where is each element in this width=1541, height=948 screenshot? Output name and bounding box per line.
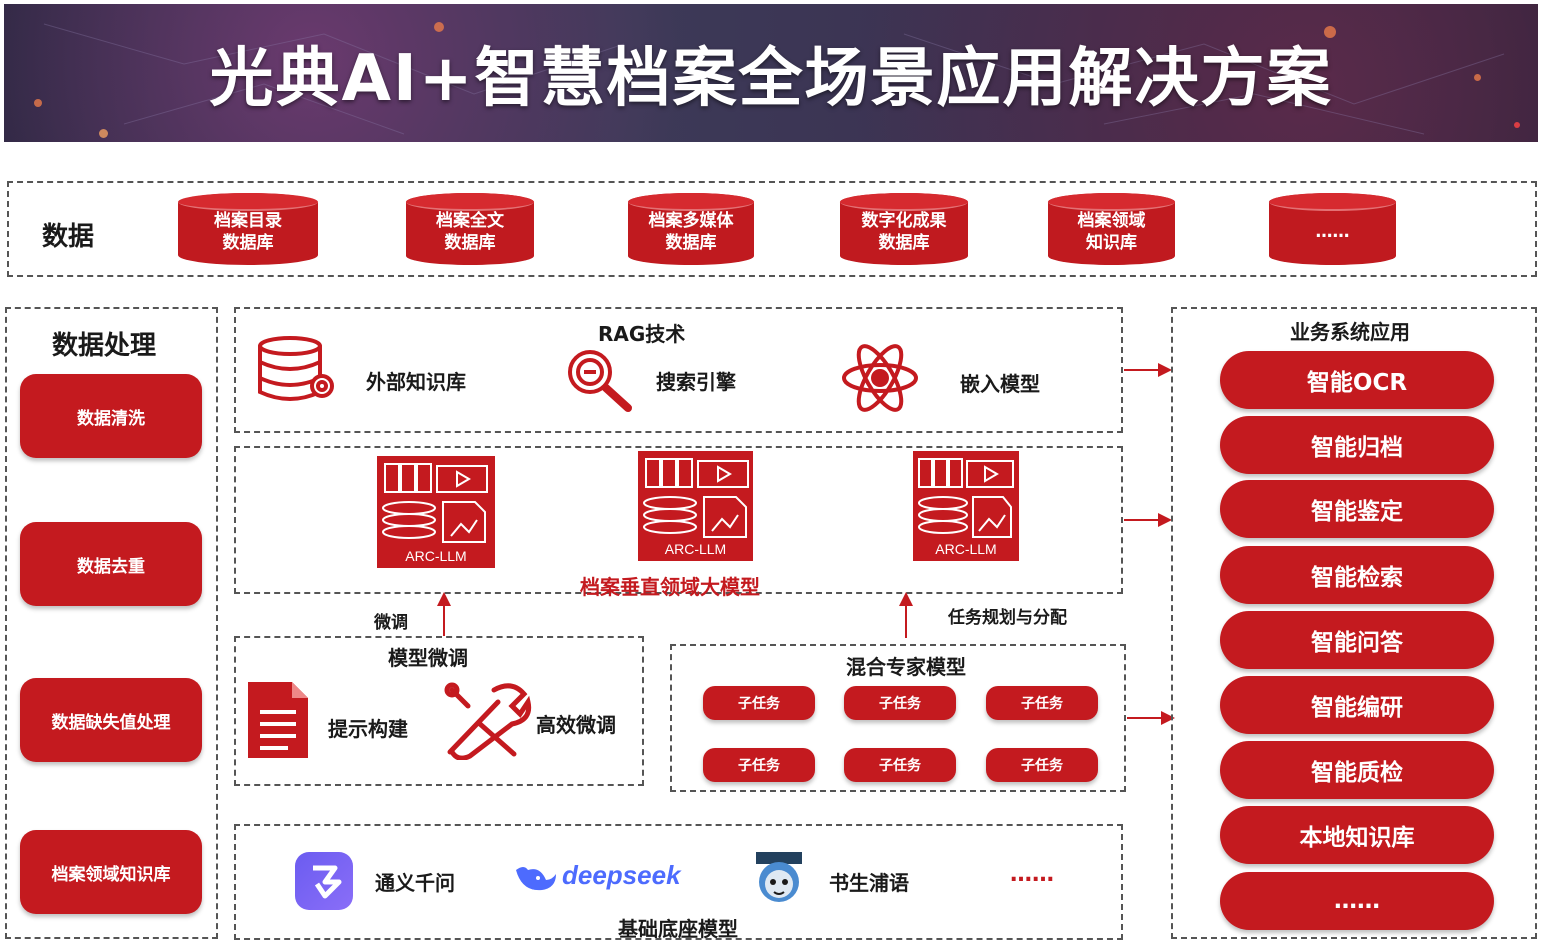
base-model-label: 通义千问 — [375, 871, 455, 895]
page-title: 光典AI+智慧档案全场景应用解决方案 — [209, 42, 1333, 116]
flow-arrow — [1127, 711, 1175, 725]
document-icon — [248, 682, 308, 758]
subtask-button: 子任务 — [844, 748, 956, 782]
base-models-section — [234, 824, 1123, 940]
app-item: 智能OCR — [1220, 351, 1494, 409]
processing-section — [5, 307, 218, 939]
subtask-button: 子任务 — [986, 686, 1098, 720]
app-item: 智能鉴定 — [1220, 480, 1494, 538]
finetune-item: 高效微调 — [536, 713, 616, 737]
rag-item: 外部知识库 — [366, 370, 466, 394]
app-item: 智能质检 — [1220, 741, 1494, 799]
rag-item: 嵌入模型 — [960, 372, 1040, 396]
arc-llm-icon: ARC-LLM — [377, 456, 495, 568]
base-model-label: deepseek — [562, 860, 681, 890]
database-cylinder: 档案目录 数据库 — [178, 193, 318, 265]
glow-dot — [1514, 122, 1520, 128]
subtask-button: 子任务 — [703, 748, 815, 782]
subtask-button: 子任务 — [703, 686, 815, 720]
tongyi-logo — [295, 852, 353, 910]
rag-section — [234, 307, 1123, 433]
apps-title: 业务系统应用 — [1290, 320, 1410, 344]
glow-dot — [434, 22, 444, 32]
arc-llm-label: ARC-LLM — [664, 541, 727, 557]
database-gear-icon — [258, 336, 334, 401]
llm-caption: 档案垂直领域大模型 — [580, 575, 760, 599]
processing-item: 数据缺失值处理 — [20, 678, 202, 762]
rag-title: RAG技术 — [598, 322, 686, 346]
finetune-item: 提示构建 — [328, 717, 408, 741]
base-models-title: 基础底座模型 — [618, 917, 738, 941]
database-cylinder: …… — [1269, 193, 1396, 265]
app-item: …… — [1220, 872, 1494, 930]
shusheng-avatar-icon — [756, 852, 802, 902]
database-cylinder: 档案全文 数据库 — [406, 193, 534, 265]
glow-dot — [99, 129, 108, 138]
subtask-button: 子任务 — [986, 748, 1098, 782]
arc-llm-icon: ARC-LLM — [638, 451, 753, 561]
arc-llm-label: ARC-LLM — [405, 548, 467, 564]
finetune-arrow-label: 微调 — [374, 613, 408, 633]
rag-item: 搜索引擎 — [656, 370, 736, 394]
network-background — [43, 23, 1505, 135]
database-cylinder: 档案多媒体 数据库 — [628, 193, 754, 265]
flow-arrow — [1124, 513, 1172, 527]
apps-section — [1171, 307, 1537, 939]
processing-title: 数据处理 — [52, 331, 157, 361]
app-item: 智能检索 — [1220, 546, 1494, 604]
database-cylinder: 档案领域 知识库 — [1048, 193, 1175, 265]
glow-dot — [1324, 26, 1336, 38]
moe-title: 混合专家模型 — [846, 655, 966, 679]
base-model-label: 书生浦语 — [829, 871, 909, 895]
finetune-section — [234, 636, 644, 786]
atom-icon — [842, 344, 918, 412]
planning-arrow-label: 任务规划与分配 — [948, 608, 1067, 628]
processing-item: 数据去重 — [20, 522, 202, 606]
database-cylinder: 数字化成果 数据库 — [840, 193, 968, 265]
arc-llm-label: ARC-LLM — [935, 541, 997, 557]
glow-dot — [1474, 74, 1481, 81]
base-model-more: …… — [1010, 862, 1054, 887]
banner: 光典AI+智慧档案全场景应用解决方案 — [4, 4, 1538, 142]
finetune-arrow — [437, 592, 451, 636]
processing-item: 数据清洗 — [20, 374, 202, 458]
planning-arrow — [899, 592, 913, 638]
finetune-title: 模型微调 — [388, 646, 468, 670]
data-section-label: 数据 — [42, 222, 95, 252]
app-item: 智能编研 — [1220, 676, 1494, 734]
glow-dot — [34, 99, 42, 107]
tools-icon — [444, 682, 532, 760]
llm-section — [234, 446, 1123, 594]
data-section — [7, 181, 1537, 277]
moe-section — [670, 644, 1126, 792]
search-engine-icon — [568, 350, 632, 412]
subtask-button: 子任务 — [844, 686, 956, 720]
deepseek-whale-icon — [516, 867, 556, 891]
arc-llm-icon: ARC-LLM — [913, 451, 1019, 561]
app-item: 智能问答 — [1220, 611, 1494, 669]
flow-arrow — [1124, 363, 1172, 377]
processing-item: 档案领域知识库 — [20, 830, 202, 914]
app-item: 本地知识库 — [1220, 806, 1494, 864]
app-item: 智能归档 — [1220, 416, 1494, 474]
